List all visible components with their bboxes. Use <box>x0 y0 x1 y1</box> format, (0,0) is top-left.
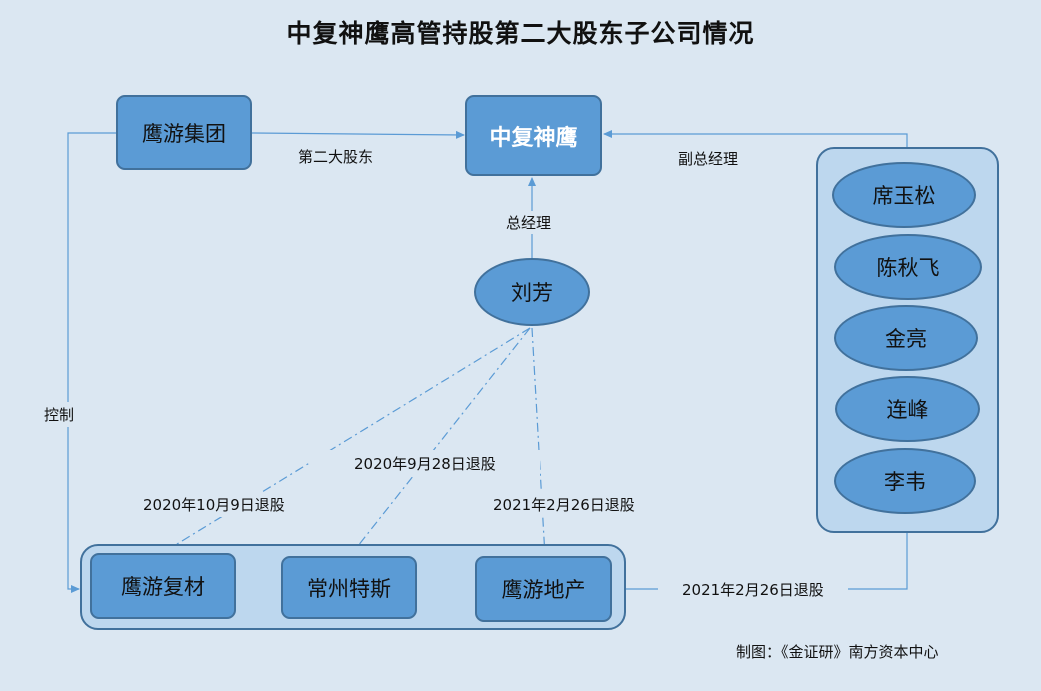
subsidiary-node: 常州特斯 <box>281 556 417 619</box>
edge-control <box>67 132 116 593</box>
node-yingyou-group-label: 鹰游集团 <box>142 121 226 146</box>
node-yingyou-group: 鹰游集团 <box>116 95 252 170</box>
label-gm: 总经理 <box>506 211 552 234</box>
edge-exit-2021-a <box>531 327 549 557</box>
exec-node: 席玉松 <box>832 162 976 228</box>
exec-node-label: 金亮 <box>885 327 927 351</box>
label-exit-2020-9-28: 2020年9月28日退股 <box>310 450 540 477</box>
node-liufang: 刘芳 <box>474 258 590 326</box>
subsidiary-node: 鹰游地产 <box>475 556 612 622</box>
label-deputy-gm: 副总经理 <box>678 150 739 168</box>
exec-node: 陈秋飞 <box>834 234 982 300</box>
exec-node: 连峰 <box>835 376 980 442</box>
subsidiary-node-label: 鹰游复材 <box>121 575 205 599</box>
edge-deputy-gm <box>603 130 908 147</box>
exec-node-label: 连峰 <box>886 398 929 422</box>
node-zhongfu-shenying: 中复神鹰 <box>465 95 602 176</box>
subsidiary-node-label: 常州特斯 <box>307 576 391 601</box>
edge-exit-2020-9-28 <box>349 327 531 557</box>
label-exit-2021-a: 2021年2月26日退股 <box>491 492 637 517</box>
page-title: 中复神鹰高管持股第二大股东子公司情况 <box>286 19 755 48</box>
exec-node: 李韦 <box>834 448 976 514</box>
label-exit-2020-10-9: 2020年10月9日退股 <box>141 492 287 517</box>
node-zhongfu-shenying-label: 中复神鹰 <box>489 125 578 151</box>
credit-line: 制图：《金证研》南方资本中心 <box>736 643 939 661</box>
exec-node-label: 陈秋飞 <box>876 256 940 280</box>
edge-second-shareholder <box>251 130 465 139</box>
exec-node: 金亮 <box>834 305 978 371</box>
label-control: 控制 <box>44 402 75 427</box>
exec-node-label: 李韦 <box>884 470 926 494</box>
exec-node-label: 席玉松 <box>872 184 936 208</box>
edge-exit-2020-10-9 <box>163 327 531 553</box>
subsidiary-node: 鹰游复材 <box>90 553 236 619</box>
node-liufang-label: 刘芳 <box>511 281 553 305</box>
subsidiary-node-label: 鹰游地产 <box>501 578 586 602</box>
label-exit-2021-b: 2021年2月26日退股 <box>658 577 848 602</box>
label-second-shareholder: 第二大股东 <box>298 148 374 166</box>
